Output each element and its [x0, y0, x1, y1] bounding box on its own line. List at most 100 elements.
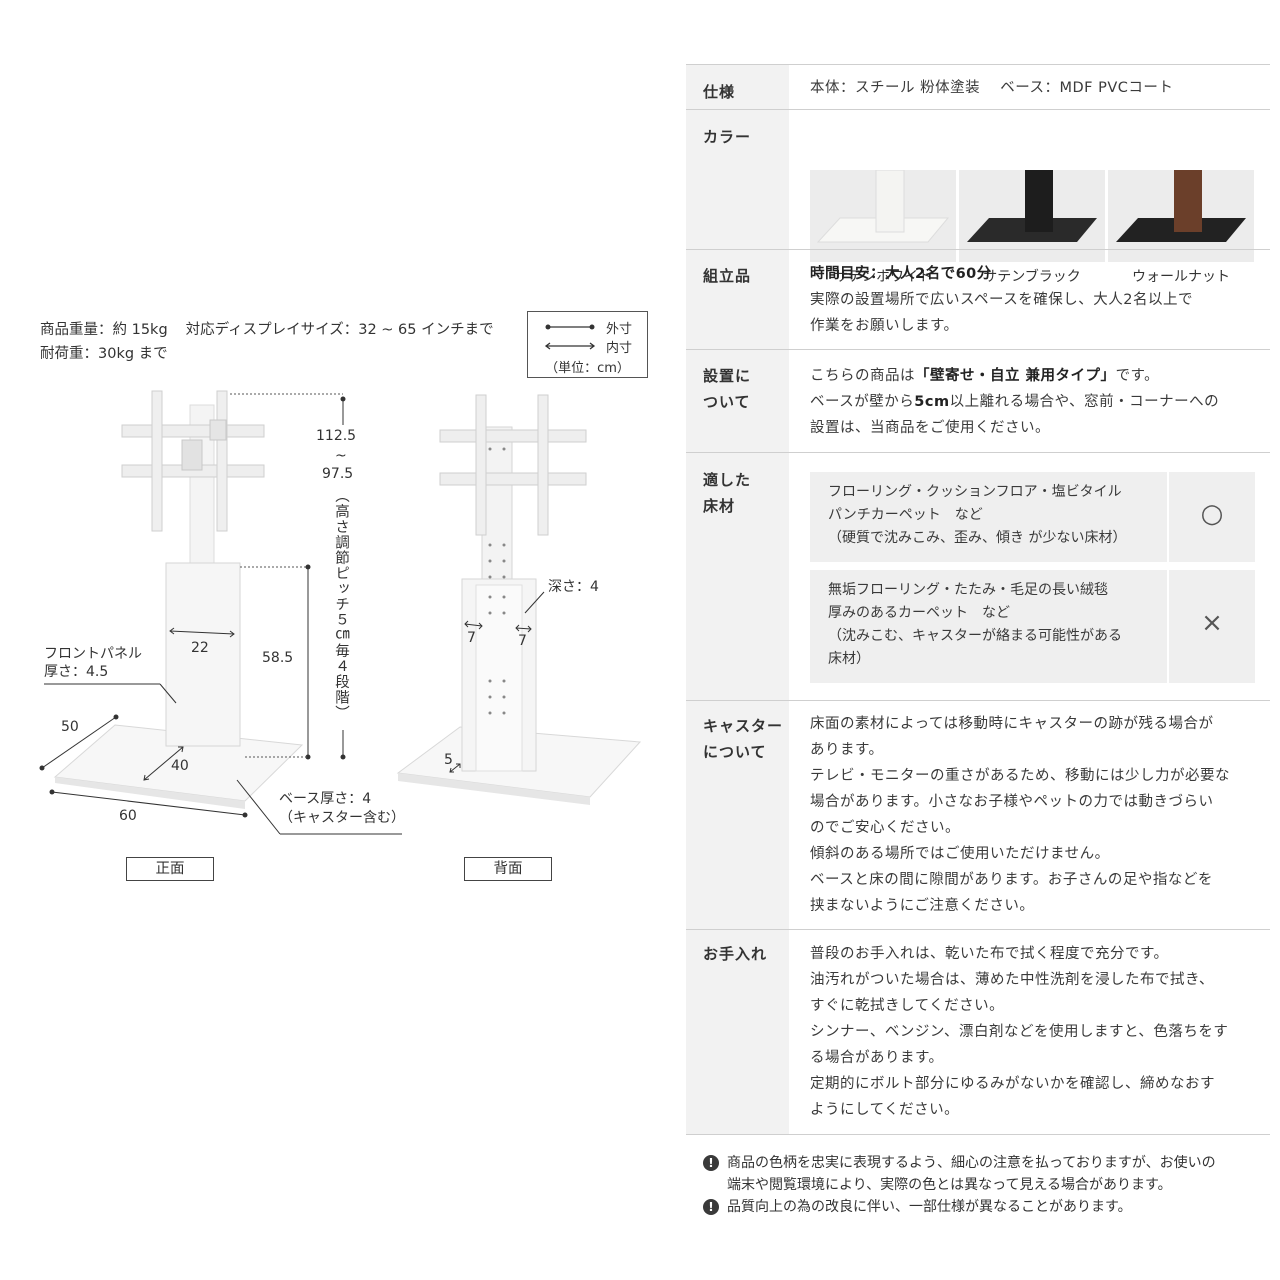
row-spec-value: 本体：スチール 粉体塗装 ベース：MDF PVCコート [810, 80, 1174, 96]
footnote: ! 品質向上の為の改良に伴い、一部仕様が異なることがあります。 [700, 1196, 1278, 1218]
caster-line: テレビ・モニターの重さがあるため、移動には少し力が必要な [810, 768, 1230, 784]
row-care-head: お手入れ [686, 930, 789, 1134]
row-color-label: カラー [703, 128, 752, 146]
floor-label-line: 適した [703, 471, 752, 489]
back-inner-right-label: 7 [518, 633, 527, 649]
color-swatch-label: ウォールナット [1132, 269, 1230, 285]
height-adjust-note: （高さ調節ピッチ５㎝毎４段階） [333, 488, 349, 721]
caster-line: 場合があります。小さなお子様やペットの力では動きづらい [810, 794, 1214, 810]
floor-card-line: （硬質で沈みこみ、歪み、傾き が少ない床材） [828, 530, 1127, 546]
stand-thumbnail-icon [967, 170, 1097, 242]
color-swatch-image [810, 169, 956, 262]
row-floor: 適した床材 フローリング・クッションフロア・塩ビタイル パンチカーペット など … [686, 452, 1270, 701]
row-care-body: 普段のお手入れは、乾いた布で拭く程度で充分です。 油汚れがついた場合は、薄めた中… [810, 941, 1258, 1123]
install-type-bold: 「壁寄せ・自立 兼用タイプ」 [915, 368, 1116, 384]
color-swatch-image [1108, 170, 1254, 262]
row-assembly-label: 組立品 [703, 267, 752, 285]
legend-inner-label: 内寸 [606, 341, 633, 356]
floor-card-unsuitable: 無垢フローリング・たたみ・毛足の長い絨毯 厚みのあるカーペット など （沈みこむ… [810, 570, 1255, 683]
row-caster: キャスターについて 床面の素材によっては移動時にキャスターの跡が残る場合が あり… [686, 700, 1270, 930]
back-view-caption: 背面 [464, 857, 552, 881]
inner-dimension-icon [544, 342, 596, 350]
floor-card-line: フローリング・クッションフロア・塩ビタイル [828, 484, 1122, 500]
row-floor-label: 適した床材 [703, 467, 751, 519]
load-text: 耐荷重：30kg まで [40, 346, 168, 362]
row-assembly: 組立品 時間目安：大人2名で60分 実際の設置場所で広いスペースを確保し、大人2… [686, 249, 1270, 350]
caster-line: 挟まないようにご注意ください。 [810, 898, 1035, 914]
stand-thumbnail-icon [816, 169, 950, 243]
height-range-tilde: ~ [335, 448, 347, 464]
front-panel-label: フロントパネル 厚さ：4.5 [44, 645, 142, 681]
front-panel-name: フロントパネル [44, 646, 142, 662]
install-label-line: 設置に [703, 367, 752, 385]
install-text: こちらの商品は [810, 368, 915, 384]
row-install-head: 設置について [686, 350, 789, 453]
color-swatch-label: サテンブラック [983, 269, 1081, 285]
row-assembly-body: 時間目安：大人2名で60分 実際の設置場所で広いスペースを確保し、大人2名以上で… [810, 261, 1258, 339]
base-width-label: 60 [119, 808, 137, 824]
footnote-line: 品質向上の為の改良に伴い、一部仕様が異なることがあります。 [727, 1199, 1132, 1215]
assembly-time: 時間目安：大人2名で60分 [810, 266, 992, 282]
row-caster-body: 床面の素材によっては移動時にキャスターの跡が残る場合が あります。 テレビ・モニ… [810, 711, 1258, 919]
back-inner-left-label: 7 [467, 630, 476, 646]
caster-line: 傾斜のある場所ではご使用いただけません。 [810, 846, 1110, 862]
outer-dimension-icon [545, 324, 595, 330]
exclamation-icon: ! [703, 1199, 719, 1215]
color-swatch-image [959, 170, 1105, 262]
base-thickness-label: ベース厚さ：4 （キャスター含む） [279, 790, 405, 828]
floor-card-suitable: フローリング・クッションフロア・塩ビタイル パンチカーペット など （硬質で沈み… [810, 472, 1255, 562]
weight-text: 商品重量：約 15kg [40, 322, 168, 338]
floor-card-line: パンチカーペット など [828, 507, 983, 523]
panel-width-label: 22 [191, 640, 209, 656]
floor-card-line: 無垢フローリング・たたみ・毛足の長い絨毯 [828, 582, 1108, 598]
floor-card-mark-cell: × [1167, 570, 1255, 683]
care-line: すぐに乾拭きしてください。 [810, 998, 1005, 1014]
stand-thumbnail-icon [1116, 170, 1246, 242]
stand-column [875, 169, 905, 233]
row-color: カラー サテンホワイト サテンブラック ウォールナット [686, 109, 1270, 285]
stand-column [1025, 170, 1053, 232]
row-care: お手入れ 普段のお手入れは、乾いた布で拭く程度で充分です。 油汚れがついた場合は… [686, 929, 1270, 1135]
assembly-line: 作業をお願いします。 [810, 318, 959, 334]
color-swatch-label: サテンホワイト [834, 269, 932, 285]
care-line: る場合があります。 [810, 1050, 944, 1066]
row-spec-label: 仕様 [703, 83, 736, 101]
floor-card-text: 無垢フローリング・たたみ・毛足の長い絨毯 厚みのあるカーペット など （沈みこむ… [828, 579, 1158, 671]
install-text: 設置は、当商品をご使用ください。 [810, 420, 1050, 436]
caster-line: 床面の素材によっては移動時にキャスターの跡が残る場合が [810, 716, 1214, 732]
install-text: です。 [1115, 368, 1160, 384]
row-spec-head: 仕様 [686, 65, 789, 110]
front-view-caption: 正面 [126, 857, 214, 881]
install-text: ベースが壁から [810, 394, 915, 410]
row-care-label: お手入れ [703, 945, 768, 963]
caster-label-line: キャスター [703, 717, 784, 735]
install-label-line: ついて [703, 393, 751, 411]
footnote-line: 商品の色柄を忠実に表現するよう、細心の注意を払っておりますが、お使いの [727, 1155, 1216, 1171]
row-install: 設置について こちらの商品は「壁寄せ・自立 兼用タイプ」です。 ベースが壁から5… [686, 349, 1270, 453]
floor-card-text: フローリング・クッションフロア・塩ビタイル パンチカーペット など （硬質で沈み… [828, 481, 1158, 550]
install-text: 以上離れる場合や、窓前・コーナーへの [949, 394, 1220, 410]
base-caster-note: （キャスター含む） [279, 810, 405, 826]
base-thickness-text: ベース厚さ：4 [279, 791, 372, 807]
front-view-drawing [39, 390, 402, 835]
row-floor-head: 適した床材 [686, 453, 789, 701]
back-view-drawing [396, 394, 642, 805]
circle-mark-icon: ○ [1200, 499, 1224, 529]
install-distance-bold: 5cm [914, 394, 950, 410]
row-assembly-head: 組立品 [686, 250, 789, 350]
floor-card-line: 厚みのあるカーペット など [828, 605, 1010, 621]
row-install-label: 設置について [703, 363, 751, 415]
legend-inner: 内寸 [528, 337, 647, 356]
floor-card-line: （沈みこむ、キャスターが絡まる可能性がある [828, 628, 1122, 644]
base-depth-outer-label: 50 [61, 719, 79, 735]
care-line: 定期的にボルト部分にゆるみがないかを確認し、締めなおす [810, 1076, 1215, 1092]
row-caster-head: キャスターについて [686, 701, 789, 930]
footnote-line: 端末や閲覧環境により、実際の色とは異なって見える場合があります。 [727, 1177, 1172, 1193]
caster-label-line: について [703, 743, 767, 761]
dimension-legend: 外寸 内寸 （単位：cm） [527, 311, 648, 378]
cross-mark-icon: × [1201, 608, 1223, 638]
assembly-line: 実際の設置場所で広いスペースを確保し、大人2名以上で [810, 292, 1193, 308]
height-max-label: 112.5 [316, 428, 357, 444]
caster-line: あります。 [810, 742, 884, 758]
